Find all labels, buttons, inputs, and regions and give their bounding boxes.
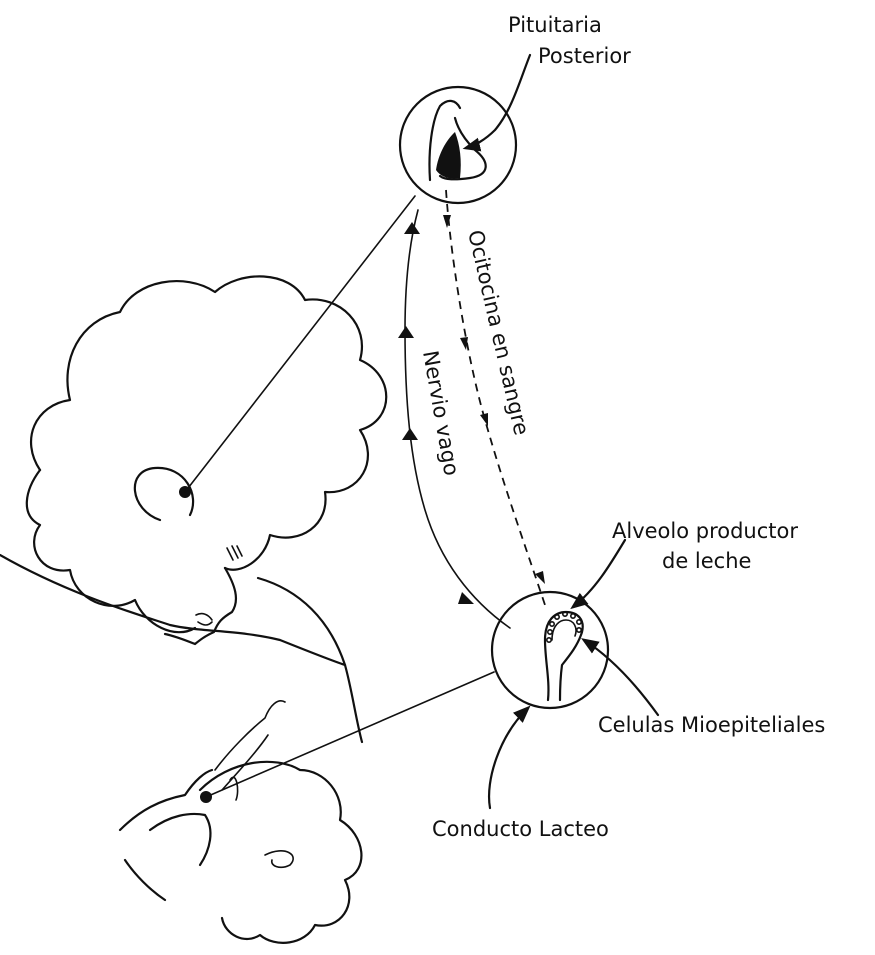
mother-to-pituitary-line: [185, 196, 415, 492]
mother-neck: [258, 578, 362, 742]
mother-hair-outline: [31, 276, 386, 569]
oxytocin-arrow-3: [480, 413, 488, 426]
baby-face-lower: [150, 814, 210, 865]
mother-eyelashes: [227, 546, 242, 560]
pituitary-posterior-lobe: [436, 132, 461, 179]
label-vagus-nerve: Nervio vago: [418, 349, 464, 478]
vagus-arrow-4: [404, 222, 420, 234]
duct-label-pointer: [489, 708, 528, 808]
baby-head: [120, 701, 361, 943]
mother-lips: [196, 614, 212, 625]
mother-hair-back-curls: [27, 470, 195, 632]
vagus-arrow-3: [398, 326, 414, 338]
baby-curl: [265, 851, 293, 867]
mother-shoulder: [0, 555, 345, 665]
label-pituitary-line1: Pituitaria: [508, 13, 602, 37]
oxytocin-path: [446, 190, 545, 605]
label-oxytocin: Ocitocina en sangre: [463, 228, 534, 438]
baby-chin: [125, 860, 165, 900]
myoepithelial-label-pointer: [584, 640, 658, 715]
baby-hand-upper: [215, 701, 285, 770]
pituitary-inset: [400, 55, 530, 203]
oxytocin-arrow-2: [460, 337, 468, 350]
alveolus-inner: [552, 620, 576, 640]
vagus-arrow-2: [402, 428, 418, 440]
alveolus-circle: [492, 592, 608, 708]
label-alveolus-line2: de leche: [662, 549, 751, 573]
oxytocin-arrow-1: [443, 215, 451, 228]
label-alveolus-line1: Alveolo productor: [612, 519, 798, 543]
alveolus-label-pointer: [573, 540, 625, 607]
alveolus-inset: [489, 540, 658, 808]
mother-head: [0, 276, 386, 742]
label-milk-duct: Conducto Lacteo: [432, 817, 609, 841]
label-pituitary-line2: Posterior: [538, 44, 631, 68]
label-myoepithelial: Celulas Mioepiteliales: [598, 713, 825, 737]
